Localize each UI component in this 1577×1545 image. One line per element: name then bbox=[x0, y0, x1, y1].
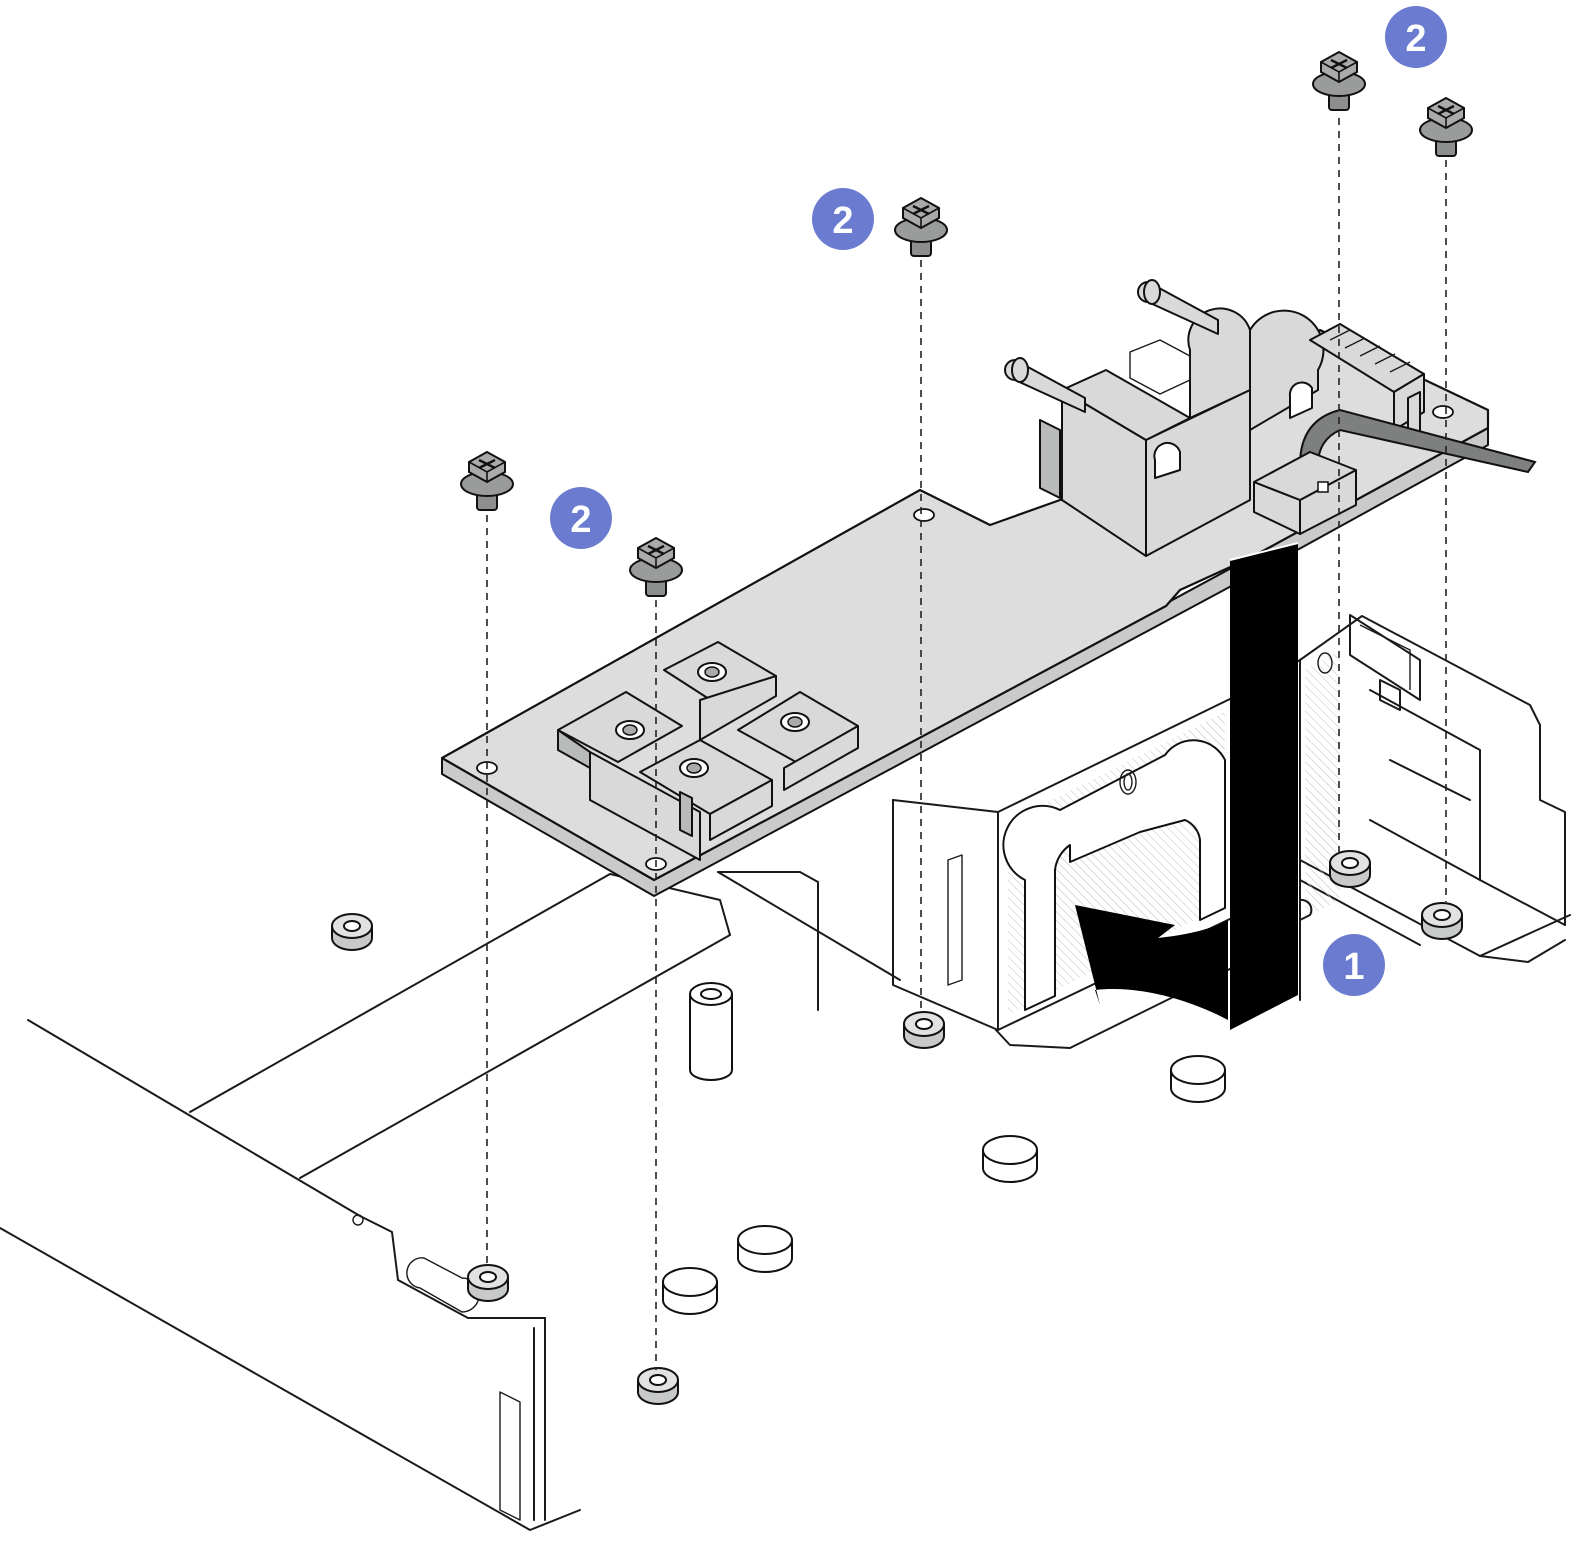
screw-icon bbox=[628, 536, 684, 598]
standoff-icon bbox=[637, 1367, 679, 1405]
cable bbox=[1298, 408, 1537, 474]
chassis-bumps bbox=[662, 1055, 1226, 1315]
standoff-icon bbox=[467, 1264, 509, 1302]
standoff-icon bbox=[1421, 902, 1463, 940]
callout-label: 2 bbox=[832, 200, 853, 242]
psu-connector bbox=[1004, 279, 1325, 557]
screw-guide-lines bbox=[486, 118, 1447, 1370]
callout-step-2: 2 bbox=[812, 188, 874, 250]
standoff-icon bbox=[903, 1011, 945, 1049]
callout-step-2: 2 bbox=[550, 487, 612, 549]
board-clip bbox=[737, 691, 859, 791]
callout-step-2: 2 bbox=[1385, 6, 1447, 68]
callout-label: 2 bbox=[570, 499, 591, 541]
power-distribution-board bbox=[440, 279, 1537, 897]
standoff-icon bbox=[1329, 850, 1371, 888]
board-clip bbox=[663, 641, 777, 741]
standoff-icon bbox=[689, 982, 733, 1081]
standoff-icon bbox=[331, 913, 373, 951]
callout-step-1: 1 bbox=[1323, 934, 1385, 996]
screw-icon bbox=[893, 196, 949, 258]
callout-label: 2 bbox=[1405, 18, 1426, 60]
board-clip bbox=[639, 739, 773, 841]
screw-icon bbox=[1311, 50, 1367, 112]
cable-connector bbox=[1253, 451, 1357, 535]
screw-icon bbox=[459, 450, 515, 512]
up-arrow-icon bbox=[1075, 542, 1299, 1030]
screw-icon bbox=[1418, 96, 1474, 158]
board-clip bbox=[557, 691, 701, 861]
callout-label: 1 bbox=[1343, 946, 1364, 988]
standoffs bbox=[331, 850, 1463, 1405]
